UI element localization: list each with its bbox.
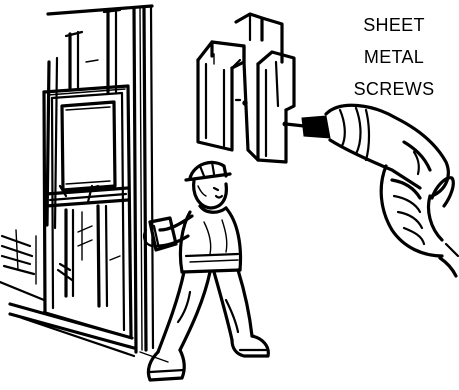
callout-line-sheet: SHEET: [336, 9, 452, 41]
steel-stud-profiles: [198, 14, 294, 162]
power-drill: [286, 105, 448, 196]
sheet-metal-screws-label: SHEET METAL SCREWS: [336, 9, 452, 105]
callout-line-screws: SCREWS: [336, 73, 452, 105]
callout-line-metal: METAL: [336, 41, 452, 73]
worker-figure: [144, 162, 268, 380]
steel-stud-wall-frame: [0, 6, 168, 362]
